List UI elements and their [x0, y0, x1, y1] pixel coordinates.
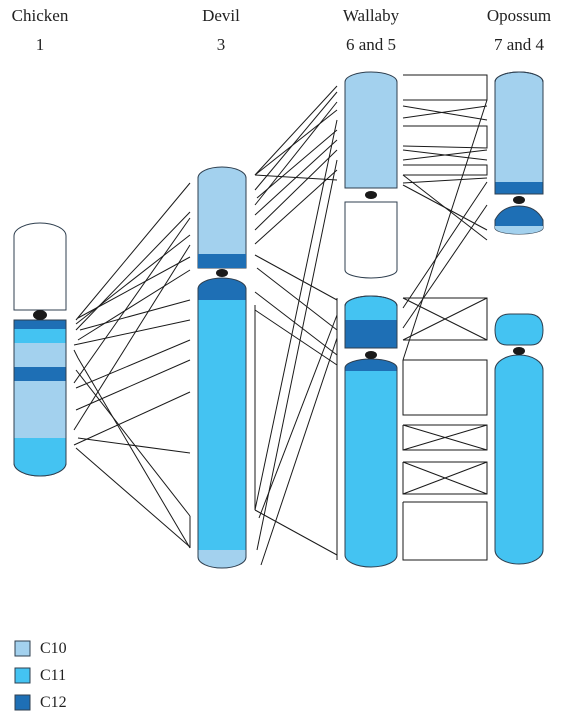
legend-item-c12: C12 [14, 694, 67, 711]
centromere [365, 351, 377, 359]
synteny-lines-wallaby-opossum [402, 74, 488, 561]
species-name-opossum: Opossum [487, 6, 551, 25]
legend-item-c10: C10 [14, 640, 67, 657]
centromere [513, 196, 525, 204]
opossum-chromosome-4 [494, 313, 544, 565]
legend-label: C10 [40, 640, 67, 657]
centromere [33, 310, 47, 320]
legend-swatch [14, 694, 31, 711]
legend-label: C12 [40, 694, 67, 711]
legend: C10 C11 C12 [14, 640, 67, 711]
centromere [365, 191, 377, 199]
opossum-chromosome-7 [494, 71, 544, 235]
chromosome-label-chicken: 1 [36, 35, 45, 54]
chicken-chromosome-1 [13, 222, 67, 477]
chromosome-label-opossum: 7 and 4 [494, 35, 545, 54]
synteny-lines-devil-wallaby [254, 85, 338, 566]
chromosome-label-wallaby: 6 and 5 [346, 35, 396, 54]
species-name-chicken: Chicken [12, 6, 69, 25]
species-name-wallaby: Wallaby [343, 6, 400, 25]
species-name-devil: Devil [202, 6, 240, 25]
synteny-lines-chicken-devil [73, 182, 191, 549]
devil-chromosome-3 [197, 166, 247, 569]
species-headers: Chicken 1 Devil 3 Wallaby 6 and 5 Opossu… [12, 6, 551, 54]
chromosome-label-devil: 3 [217, 35, 226, 54]
centromere [513, 347, 525, 355]
legend-swatch [14, 667, 31, 684]
centromere [216, 269, 228, 277]
legend-item-c11: C11 [14, 667, 66, 684]
legend-swatch [14, 640, 31, 657]
legend-label: C11 [40, 667, 66, 684]
wallaby-chromosome-5 [344, 295, 398, 568]
wallaby-chromosome-6 [344, 71, 398, 279]
